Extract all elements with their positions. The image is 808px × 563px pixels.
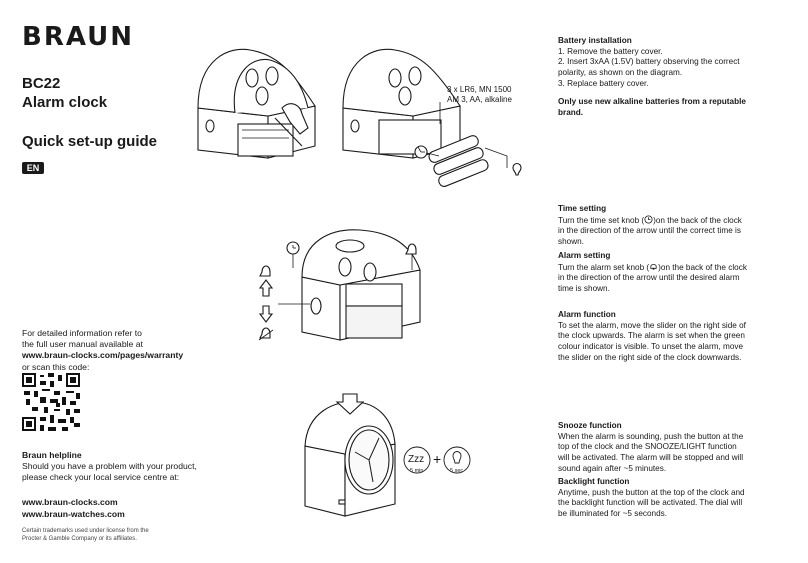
alarm-setting-section: Alarm setting Turn the alarm set knob ()… <box>558 251 748 295</box>
website-links: www.braun-clocks.com www.braun-watches.c… <box>22 497 222 520</box>
battery-type-label-2: AM 3, AA, alkaline <box>447 95 512 104</box>
alarm-function-section: Alarm function To set the alarm, move th… <box>558 310 748 363</box>
battery-step-3: 3. Replace battery cover. <box>558 78 649 88</box>
model-name: Alarm clock <box>22 93 108 111</box>
alarm-function-text: To set the alarm, move the slider on the… <box>558 320 746 362</box>
legal-notice: Certain trademarks used under license fr… <box>22 528 149 543</box>
info-line-1: For detailed information refer to <box>22 328 142 338</box>
snooze-title: Snooze function <box>558 421 622 430</box>
battery-step-1: 1. Remove the battery cover. <box>558 46 663 56</box>
warranty-link[interactable]: www.braun-clocks.com/pages/warranty <box>22 350 184 361</box>
time-setting-title: Time setting <box>558 204 607 213</box>
battery-step-2: 2. Insert 3xAA (1.5V) battery observing … <box>558 57 740 77</box>
model-number: BC22 <box>22 75 61 92</box>
plus-sign: + <box>433 451 441 467</box>
battery-insertion-illustration: 3 x LR6, MN 1500 AM 3, AA, alkaline <box>342 48 522 187</box>
bell-icon <box>650 263 657 270</box>
backlight-text: Anytime, push the button at the top of t… <box>558 487 745 518</box>
battery-installation-section: Battery installation 1. Remove the batte… <box>558 36 748 119</box>
backlight-section: Backlight function Anytime, push the but… <box>558 477 748 520</box>
brand-logo: BRAUN <box>22 22 135 52</box>
backlight-title: Backlight function <box>558 477 630 486</box>
link-clocks[interactable]: www.braun-clocks.com <box>22 497 118 507</box>
manual-info: For detailed information refer to the fu… <box>22 328 222 373</box>
language-badge: EN <box>22 162 44 174</box>
snooze-section: Snooze function When the alarm is soundi… <box>558 421 748 474</box>
info-line-2: the full user manual available at <box>22 339 143 350</box>
helpline-text: Should you have a problem with your prod… <box>22 461 197 483</box>
time-alarm-setting-illustration <box>258 229 421 341</box>
battery-note: Only use new alkaline batteries from a r… <box>558 97 746 117</box>
battery-type-label-1: 3 x LR6, MN 1500 <box>447 85 512 94</box>
guide-title: Quick set-up guide <box>22 133 158 150</box>
light-duration-label: 5 sec <box>450 468 463 474</box>
snooze-duration-label: 5 min <box>410 468 423 474</box>
helpline: Braun helpline Should you have a problem… <box>22 450 222 484</box>
info-line-3: or scan this code: <box>22 361 90 372</box>
alarm-setting-text: Turn the alarm set knob ()on the back of… <box>558 262 747 293</box>
helpline-title: Braun helpline <box>22 450 82 460</box>
battery-cover-removal-illustration <box>197 48 316 159</box>
alarm-setting-title: Alarm setting <box>558 251 611 260</box>
time-setting-section: Time setting Turn the time set knob ()on… <box>558 204 748 248</box>
zzz-label: Zzz <box>408 454 424 465</box>
snooze-backlight-illustration: Zzz 5 min + 5 sec <box>304 393 471 517</box>
snooze-text: When the alarm is sounding, push the but… <box>558 431 744 473</box>
battery-title: Battery installation <box>558 36 632 45</box>
alarm-function-title: Alarm function <box>558 310 616 319</box>
link-watches[interactable]: www.braun-watches.com <box>22 508 125 519</box>
model-title: BC22 Alarm clock <box>22 75 107 113</box>
time-setting-text: Turn the time set knob ()on the back of … <box>558 215 742 246</box>
qr-code[interactable] <box>22 373 80 431</box>
clock-icon <box>644 215 653 224</box>
